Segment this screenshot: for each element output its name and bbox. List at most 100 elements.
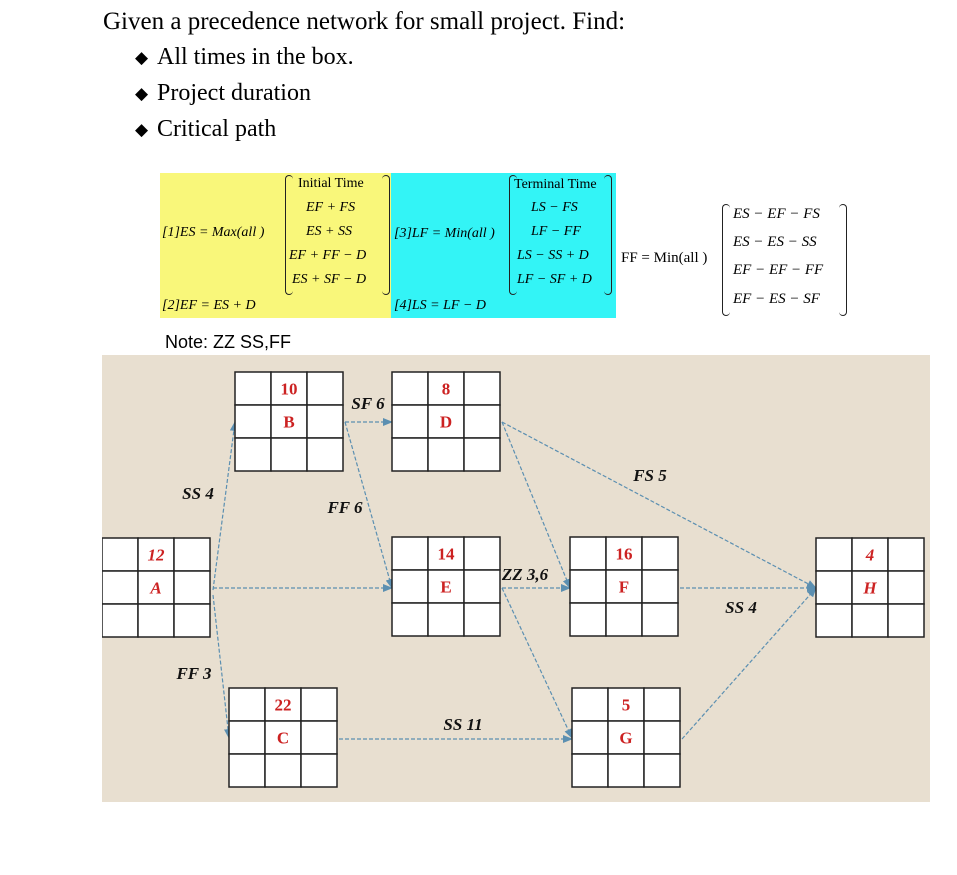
node-cell — [571, 687, 609, 722]
link-label-c-g: SS 11 — [443, 715, 482, 734]
terminal-time-box — [391, 173, 616, 318]
note-text: Note: ZZ SS,FF — [165, 332, 292, 352]
node-cell — [815, 603, 853, 638]
activity-node-d: 8D — [391, 371, 501, 472]
node-cell — [607, 753, 645, 788]
node-duration: 14 — [438, 545, 456, 564]
link-d-f-arrow — [501, 421, 571, 589]
initial-left-brace — [285, 175, 293, 295]
node-cell — [173, 537, 211, 572]
node-cell — [427, 602, 465, 637]
activity-node-c: 22C — [228, 687, 338, 788]
terminal-term: LS − FS — [531, 200, 578, 215]
link-label-d-h: FS 5 — [632, 466, 667, 485]
ff-right-paren — [839, 204, 847, 316]
initial-term: EF + FF − D — [289, 248, 367, 263]
node-activity-id: G — [619, 729, 632, 748]
node-cell — [234, 371, 272, 406]
es-formula: [1]ES = Max(all ) — [162, 225, 265, 240]
node-cell — [391, 602, 429, 637]
node-cell — [815, 570, 853, 605]
node-cell — [391, 536, 429, 571]
link-label-a-c: FF 3 — [175, 664, 212, 683]
node-cell — [137, 603, 175, 638]
initial-term: ES + SF − D — [292, 272, 367, 287]
node-cell — [137, 537, 175, 572]
node-cell — [427, 569, 465, 604]
question-list: ◆All times in the box. ◆Project duration… — [135, 40, 354, 147]
link-a-b-arrow — [212, 421, 238, 591]
node-activity-id: D — [440, 413, 452, 432]
link-g-h-arrow — [681, 587, 817, 740]
node-duration: 4 — [865, 546, 875, 565]
node-cell — [427, 437, 465, 472]
node-cell — [463, 602, 501, 637]
activity-node-b: 10B — [234, 371, 344, 472]
node-cell — [300, 720, 338, 755]
node-activity-id: F — [619, 578, 629, 597]
terminal-term: LS − SS + D — [517, 248, 589, 263]
node-cell — [101, 570, 139, 605]
node-cell — [815, 537, 853, 572]
question-item: ◆Critical path — [135, 112, 354, 147]
diamond-bullet-icon: ◆ — [135, 47, 149, 67]
node-cell — [391, 404, 429, 439]
node-cell — [641, 536, 679, 571]
node-cell — [571, 753, 609, 788]
node-cell — [463, 569, 501, 604]
initial-time-box — [160, 173, 391, 318]
node-cell — [101, 537, 139, 572]
link-d-h-arrow — [501, 421, 817, 589]
node-cell — [427, 404, 465, 439]
node-duration: 5 — [622, 696, 631, 715]
node-cell — [641, 569, 679, 604]
link-label-f-h: SS 4 — [725, 598, 757, 617]
node-duration: 12 — [148, 546, 166, 565]
activity-node-h: 4H — [815, 537, 925, 638]
node-cell — [306, 404, 344, 439]
node-cell — [607, 687, 645, 722]
ff-term: ES − EF − FS — [733, 206, 820, 222]
node-cell — [641, 602, 679, 637]
node-cell — [234, 437, 272, 472]
link-label-a-b: SS 4 — [182, 484, 214, 503]
node-cell — [605, 602, 643, 637]
activity-node-f: 16F — [569, 536, 679, 637]
ff-term: EF − ES − SF — [733, 291, 820, 307]
node-cell — [851, 603, 889, 638]
node-cell — [571, 720, 609, 755]
node-cell — [234, 404, 272, 439]
lf-formula: [3]LF = Min(all ) — [394, 226, 495, 241]
node-cell — [300, 753, 338, 788]
diamond-bullet-icon: ◆ — [135, 83, 149, 103]
link-label-e-f: ZZ 3,6 — [501, 565, 549, 584]
node-cell — [306, 371, 344, 406]
node-activity-id: A — [149, 579, 161, 598]
diamond-bullet-icon: ◆ — [135, 119, 149, 139]
node-duration: 16 — [616, 545, 633, 564]
terminal-term: LF − SF + D — [517, 272, 592, 287]
node-cell — [391, 371, 429, 406]
node-cell — [643, 753, 681, 788]
node-cell — [643, 687, 681, 722]
node-cell — [264, 753, 302, 788]
node-activity-id: C — [277, 729, 289, 748]
node-duration: 22 — [275, 696, 292, 715]
link-b-e-arrow — [344, 421, 394, 589]
question-item: ◆Project duration — [135, 75, 354, 112]
node-cell — [887, 570, 925, 605]
node-cell — [306, 437, 344, 472]
node-cell — [643, 720, 681, 755]
activity-node-e: 14E — [391, 536, 501, 637]
question-title: Given a precedence network for small pro… — [103, 8, 626, 35]
node-cell — [173, 570, 211, 605]
node-cell — [887, 603, 925, 638]
question-item: ◆All times in the box. — [135, 40, 354, 75]
node-cell — [569, 602, 607, 637]
node-cell — [228, 720, 266, 755]
terminal-left-brace — [509, 175, 517, 295]
link-label-b-d: SF 6 — [351, 394, 385, 413]
ff-term: EF − EF − FF — [733, 262, 824, 278]
